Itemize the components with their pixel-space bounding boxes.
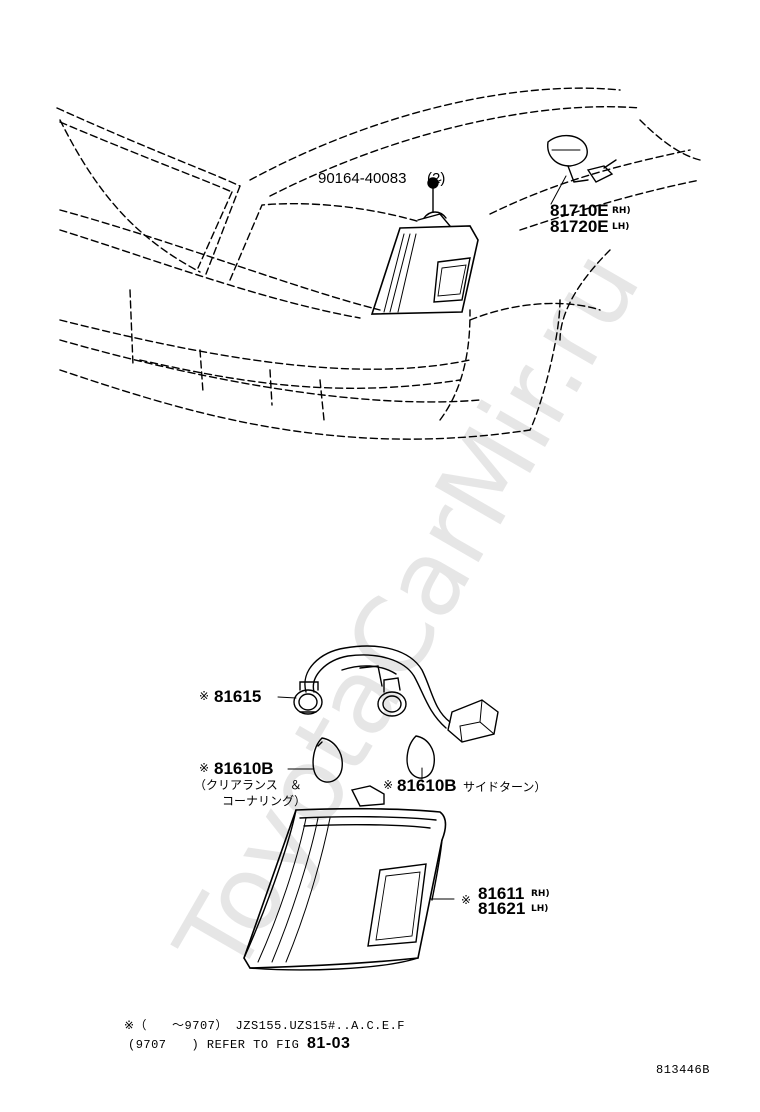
harness-connector xyxy=(447,699,499,743)
harness-cord xyxy=(304,645,451,729)
lens-assembly-side-lh: LH) xyxy=(531,904,549,914)
footnote-line-1: ※（ ～9707） JZS155.UZS15#..A.C.E.F xyxy=(124,1019,405,1033)
bulb-side-turn-description: サイドターン） xyxy=(463,780,547,794)
figure-id: 813446B xyxy=(656,1063,710,1077)
lamp-lens-assembly xyxy=(243,785,447,971)
footnote-refer-text: (9707 ) REFER TO FIG xyxy=(128,1038,300,1052)
leader-lines xyxy=(277,175,567,900)
side-marker-side-lh: LH) xyxy=(612,222,630,232)
socket-right xyxy=(359,665,407,717)
bulb-clearance-description-1: （クリアランス ＆ xyxy=(194,778,302,792)
lens-assembly-mark: ※ xyxy=(461,893,472,907)
bulb-side-turn-part-number[interactable]: 81610B xyxy=(397,776,457,795)
side-marker-lamp xyxy=(547,135,617,183)
figure-reference-link[interactable]: 81-03 xyxy=(307,1035,351,1052)
bulb-side-turn xyxy=(406,735,435,779)
lens-assembly-part-number-lh[interactable]: 81621 xyxy=(478,899,526,918)
lens-assembly-part-number-rh[interactable]: 81611 xyxy=(478,884,525,903)
socket-part-number[interactable]: 81615 xyxy=(214,687,262,706)
screw-part-number[interactable]: 90164-40083 xyxy=(318,170,407,187)
bulb-clearance-part-number[interactable]: 81610B xyxy=(214,759,274,778)
screw-quantity: (2) xyxy=(427,170,446,187)
bulb-clearance xyxy=(312,737,343,783)
installed-corner-lamp xyxy=(370,213,479,315)
side-marker-part-number-rh[interactable]: 81710E xyxy=(550,201,609,220)
screw-90164 xyxy=(423,177,447,219)
footnote-line-2: (9707 ) REFER TO FIG 81-03 xyxy=(128,1036,350,1052)
socket-mark: ※ xyxy=(199,689,210,703)
socket-81615 xyxy=(293,681,323,715)
bulb-clearance-description-2: コーナリング） xyxy=(222,794,307,808)
side-marker-side-rh: RH) xyxy=(612,206,631,216)
side-marker-part-number-lh[interactable]: 81720E xyxy=(550,217,609,236)
bulb-side-turn-mark: ※ xyxy=(383,778,394,792)
vehicle-body-outline xyxy=(56,87,701,440)
lens-assembly-side-rh: RH) xyxy=(531,889,550,899)
bulb-clearance-mark: ※ xyxy=(199,761,210,775)
